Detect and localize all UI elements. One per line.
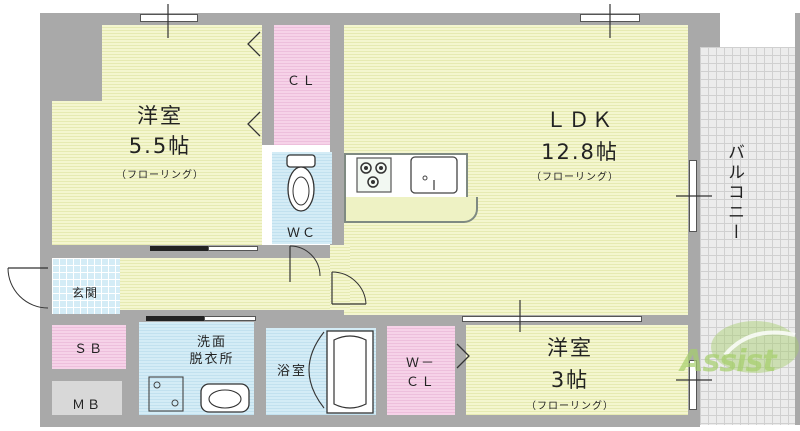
sink-icon <box>410 156 458 194</box>
washroom-sliding-door-2 <box>204 316 256 321</box>
entrance <box>52 258 120 314</box>
walk-in-closet-door-icon <box>455 340 471 410</box>
room-2-sliding-door <box>462 316 642 322</box>
balcony-wall <box>795 13 800 425</box>
walk-in-closet-label: Ｗ－ ＣＬ <box>405 356 436 390</box>
stove-icon <box>356 157 392 193</box>
kitchen-counter-bar <box>344 197 478 223</box>
balcony <box>700 47 795 425</box>
western-room-1-floor: （フローリング） <box>116 170 204 181</box>
entrance-door-icon <box>0 264 52 310</box>
shoe-box-label: ＳＢ <box>73 342 104 357</box>
bathroom-label: 浴室 <box>276 364 307 379</box>
western-room-2-name: 洋室 <box>547 336 593 360</box>
meter-box <box>52 381 122 415</box>
closet <box>274 25 330 145</box>
bathtub-icon <box>326 330 374 414</box>
bathroom-door-icon <box>290 330 326 410</box>
room-1-sliding-door-2 <box>208 246 258 251</box>
ldk-name: ＬＤＫ <box>545 108 615 132</box>
western-room-2 <box>466 325 688 415</box>
meter-box-label: ＭＢ <box>71 398 102 413</box>
hallway <box>120 258 330 310</box>
washroom-label: 洗面 脱衣所 <box>189 335 235 367</box>
ldk-left-wall <box>330 25 344 245</box>
walk-in-closet <box>387 326 455 415</box>
washroom-sliding-door <box>146 316 204 321</box>
ldk-size: 12.8帖 <box>541 140 619 164</box>
wc-label: ＷＣ <box>286 226 317 241</box>
window-room-1 <box>140 14 198 22</box>
washing-machine-pan-icon <box>148 376 184 412</box>
outer-wall-bottom <box>40 415 700 427</box>
western-room-2-size: 3帖 <box>550 368 590 392</box>
western-room-1-size: 5.5帖 <box>128 134 192 158</box>
watermark-text: Assist <box>680 344 776 379</box>
window-room-2-side <box>689 360 697 410</box>
room-1-sliding-door <box>150 246 208 251</box>
washbasin-icon <box>200 383 250 413</box>
corner-block-top-left <box>40 13 102 101</box>
outer-wall-top <box>40 13 700 25</box>
assist-watermark-logo <box>655 315 800 395</box>
western-room-1-name: 洋室 <box>137 104 183 128</box>
western-room-2-floor: （フローリング） <box>526 401 614 412</box>
closet-label: ＣＬ <box>286 74 317 89</box>
ldk-floor: （フローリング） <box>531 172 619 183</box>
outer-wall-left-lower <box>40 265 48 425</box>
hallway-to-ldk <box>330 245 350 310</box>
western-room-1-lower <box>52 101 262 245</box>
balcony-label: バルコニー <box>724 143 744 243</box>
wc-door-icon <box>288 244 322 284</box>
closet-wall <box>262 25 274 145</box>
toilet-icon <box>284 153 318 215</box>
entrance-label: 玄関 <box>71 286 98 300</box>
closet-door-icon <box>246 28 262 140</box>
shoe-box <box>52 325 126 369</box>
ldk-door-icon <box>330 270 370 306</box>
